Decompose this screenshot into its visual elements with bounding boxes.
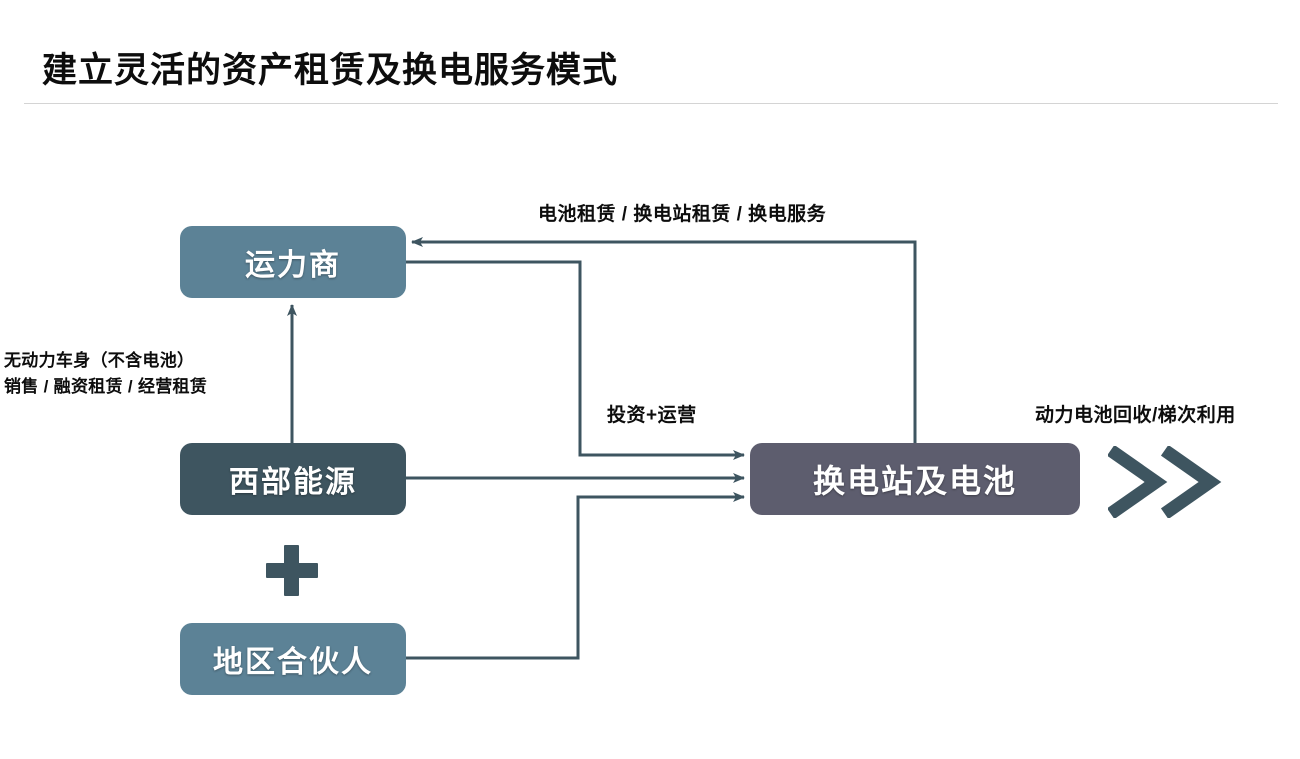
plus-icon [262, 540, 322, 600]
double-chevron-icon [1108, 446, 1222, 518]
page-title: 建立灵活的资产租赁及换电服务模式 [42, 51, 619, 90]
label-energy-to-carrier-line1: 无动力车身（不含电池） [4, 351, 195, 370]
title-divider [24, 103, 1278, 104]
node-energy[interactable]: 西部能源 [180, 443, 406, 515]
node-station[interactable]: 换电站及电池 [750, 443, 1080, 515]
label-station-to-carrier: 电池租赁 / 换电站租赁 / 换电服务 [538, 204, 827, 225]
node-partner[interactable]: 地区合伙人 [180, 623, 406, 695]
wire-partner-to-station [406, 492, 745, 660]
plus-icon-vertical-bar [284, 545, 299, 596]
label-energy-to-carrier: 无动力车身（不含电池） 销售 / 融资租赁 / 经营租赁 [4, 348, 207, 400]
label-battery-recycle: 动力电池回收/梯次利用 [1035, 405, 1236, 426]
wire-carrier-to-station [406, 260, 745, 460]
label-to-station: 投资+运营 [607, 405, 697, 426]
label-energy-to-carrier-line2: 销售 / 融资租赁 / 经营租赁 [4, 377, 208, 396]
node-carrier[interactable]: 运力商 [180, 226, 406, 298]
wire-station-to-carrier [411, 237, 917, 443]
